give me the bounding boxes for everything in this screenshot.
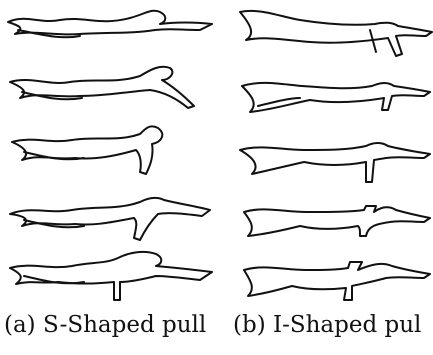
s-swimmer-1 — [8, 11, 212, 38]
i-swimmer-5 — [244, 262, 430, 300]
caption-i-shaped-pull: (b) I-Shaped pul — [233, 312, 421, 338]
i-swimmer-3 — [240, 143, 430, 182]
i-swimmer-2 — [242, 83, 430, 112]
caption-s-shaped-pull: (a) S-Shaped pull — [4, 312, 206, 338]
i-shaped-pull-column — [240, 11, 432, 300]
s-swimmer-2 — [10, 67, 194, 108]
i-swimmer-4 — [244, 206, 430, 236]
s-swimmer-3 — [12, 126, 162, 174]
s-swimmer-5 — [10, 252, 212, 300]
s-swimmer-4 — [10, 198, 210, 240]
s-shaped-pull-column — [8, 11, 212, 300]
i-swimmer-1 — [240, 11, 432, 56]
